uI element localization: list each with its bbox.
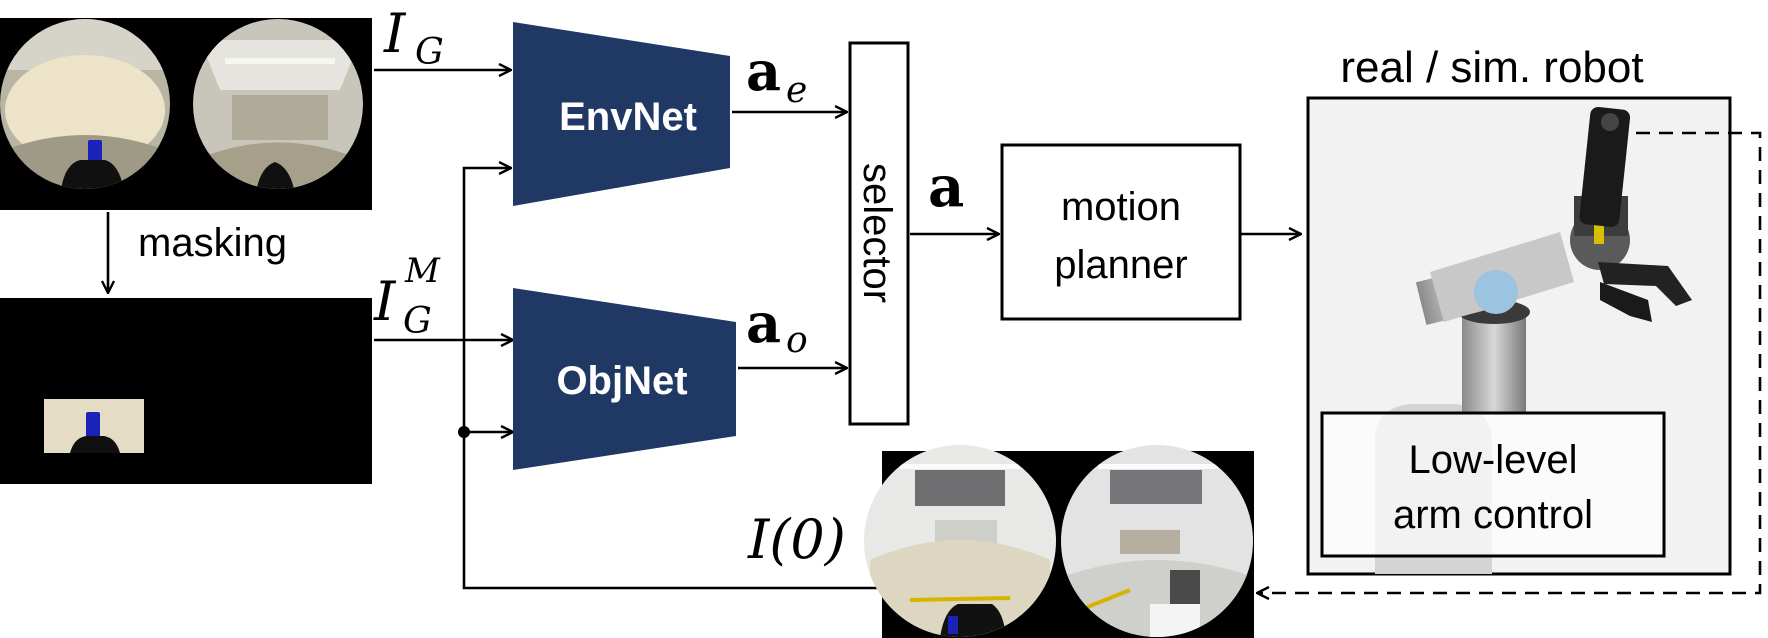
action-label: a <box>928 154 964 220</box>
goal-image <box>0 18 372 210</box>
action-env-label: a e <box>746 39 807 111</box>
svg-text:a: a <box>746 39 781 103</box>
envnet-label: EnvNet <box>559 95 697 139</box>
current-image <box>864 445 1254 638</box>
low-level-control-block: Low-level arm control <box>1320 411 1666 558</box>
junction-dot <box>458 426 470 438</box>
objnet-label: ObjNet <box>556 359 687 403</box>
goal-image-label: I G <box>383 2 444 73</box>
selector-label: selector <box>855 163 899 303</box>
current-image-label: I(0) <box>747 508 846 571</box>
action-obj-label: a o <box>746 291 808 361</box>
masked-image-label: I G M <box>373 251 441 342</box>
selector-block: selector <box>848 41 910 426</box>
svg-text:a: a <box>746 291 781 355</box>
svg-text:o: o <box>786 320 808 361</box>
svg-text:planner: planner <box>1054 243 1187 287</box>
masking-label: masking <box>138 221 287 265</box>
svg-text:M: M <box>404 251 441 291</box>
svg-text:Low-level: Low-level <box>1409 438 1578 482</box>
robot-to-camera-dashed-arrow <box>1258 131 1762 593</box>
svg-text:motion: motion <box>1061 185 1181 229</box>
svg-text:I: I <box>373 270 397 333</box>
objnet-block: ObjNet <box>513 288 736 470</box>
svg-text:arm control: arm control <box>1393 493 1593 537</box>
envnet-block: EnvNet <box>513 22 730 206</box>
motion-planner-block: motion planner <box>1000 143 1242 321</box>
masked-image <box>0 298 372 484</box>
svg-text:G: G <box>415 32 444 73</box>
robot-panel-title: real / sim. robot <box>1340 43 1643 92</box>
svg-text:G: G <box>403 301 432 342</box>
robot-panel: Low-level arm control <box>1306 96 1732 576</box>
current-image-feedback-line <box>462 168 882 590</box>
svg-text:e: e <box>786 70 807 111</box>
svg-text:I: I <box>383 2 407 65</box>
